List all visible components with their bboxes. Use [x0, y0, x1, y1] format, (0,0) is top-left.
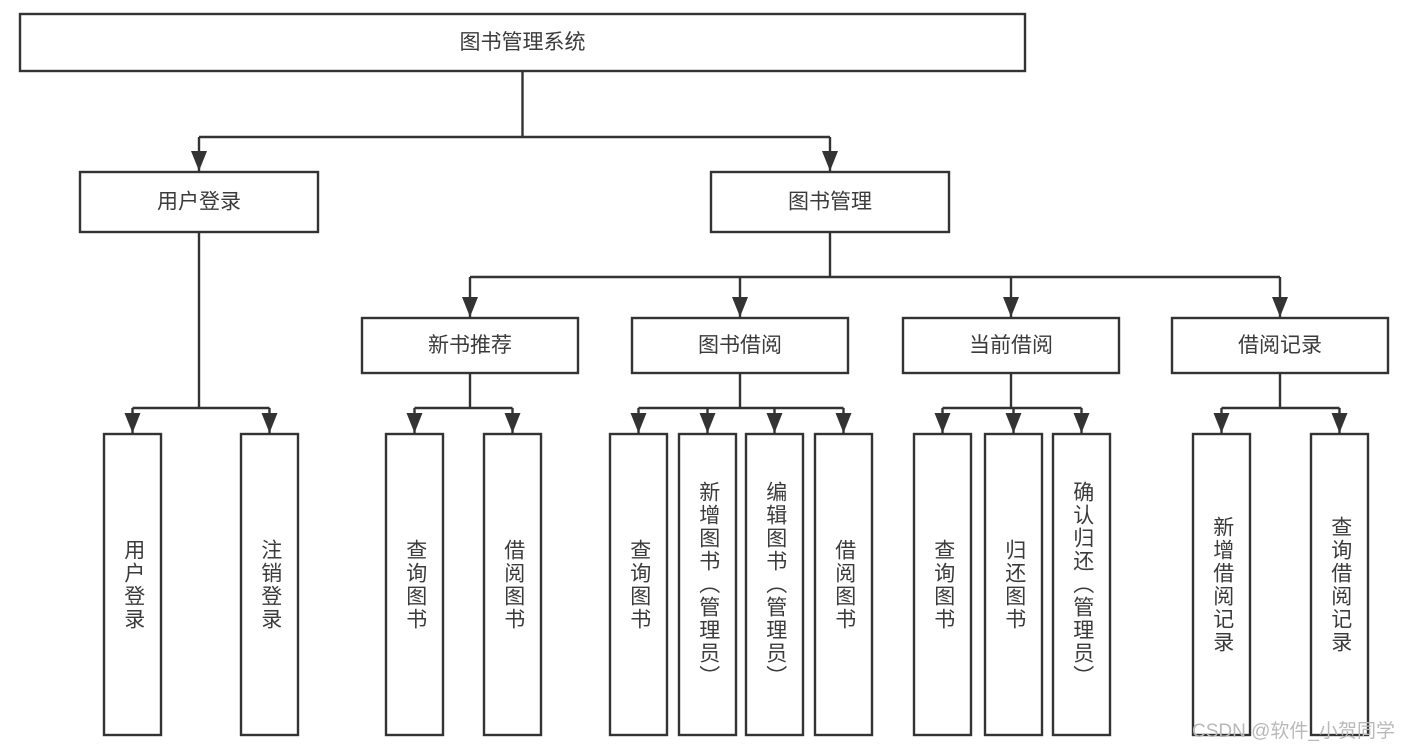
node-box-new-book-recommend[interactable] [360, 316, 580, 375]
connector-lines [124, 71, 1348, 433]
arrow-head-icon-leaf-add-record [1213, 413, 1230, 433]
node-box-current-borrow[interactable] [901, 316, 1121, 375]
leaf-box-leaf-edit-book[interactable] [744, 432, 805, 737]
arrow-head-icon-user-login [191, 151, 207, 171]
node-label-current-borrow: 当前借阅 [969, 334, 1053, 357]
arrow-head-icon-leaf-query-book-1 [406, 413, 423, 433]
leaf-box-leaf-add-book[interactable] [677, 432, 738, 737]
leaf-box-leaf-add-record[interactable] [1191, 432, 1252, 737]
leaf-box-leaf-return-book[interactable] [983, 432, 1044, 737]
arrow-head-icon-leaf-edit-book [766, 413, 783, 433]
arrow-head-icon-leaf-query-book-2 [630, 413, 647, 433]
leaf-box-leaf-confirm-return[interactable] [1051, 432, 1112, 737]
arrow-head-icon-leaf-borrow-book-1 [504, 413, 521, 433]
arrow-head-icon-leaf-query-book-3 [934, 413, 951, 433]
node-box-book-management[interactable] [709, 170, 951, 234]
node-box-book-borrow[interactable] [630, 316, 850, 375]
arrow-head-icon-borrow-record [1272, 297, 1288, 317]
root-label-undefined: 图书管理系统 [460, 31, 586, 54]
arrow-head-icon-leaf-add-book [699, 413, 716, 433]
leaf-box-leaf-query-book-2[interactable] [608, 432, 669, 737]
leaf-box-leaf-borrow-book-2[interactable] [813, 432, 874, 737]
leaf-box-leaf-borrow-book-1[interactable] [482, 432, 543, 737]
arrow-head-icon-new-book-recommend [462, 297, 478, 317]
node-label-user-login: 用户登录 [157, 191, 241, 214]
arrow-head-icon-leaf-user-login [124, 413, 141, 433]
arrow-head-icon-leaf-logout [261, 413, 278, 433]
node-label-borrow-record: 借阅记录 [1238, 334, 1322, 357]
arrow-head-icon-book-borrow [732, 297, 748, 317]
leaf-box-leaf-logout[interactable] [239, 432, 300, 737]
leaf-box-leaf-user-login[interactable] [102, 432, 163, 737]
node-box-user-login[interactable] [78, 170, 320, 234]
arrow-head-icon-leaf-confirm-return [1073, 413, 1090, 433]
node-label-book-borrow: 图书借阅 [698, 334, 782, 357]
leaf-box-leaf-query-record[interactable] [1309, 432, 1370, 737]
leaf-box-leaf-query-book-3[interactable] [912, 432, 973, 737]
node-label-new-book-recommend: 新书推荐 [428, 334, 512, 357]
node-label-book-management: 图书管理 [788, 191, 872, 214]
arrow-head-icon-book-management [822, 151, 838, 171]
node-box-borrow-record[interactable] [1170, 316, 1390, 375]
root-box-undefined[interactable] [18, 12, 1027, 73]
arrow-head-icon-leaf-return-book [1005, 413, 1022, 433]
arrow-head-icon-current-borrow [1003, 297, 1019, 317]
arrow-head-icon-leaf-query-record [1331, 413, 1348, 433]
node-boxes [18, 12, 1390, 737]
leaf-box-leaf-query-book-1[interactable] [384, 432, 445, 737]
arrow-head-icon-leaf-borrow-book-2 [835, 413, 852, 433]
